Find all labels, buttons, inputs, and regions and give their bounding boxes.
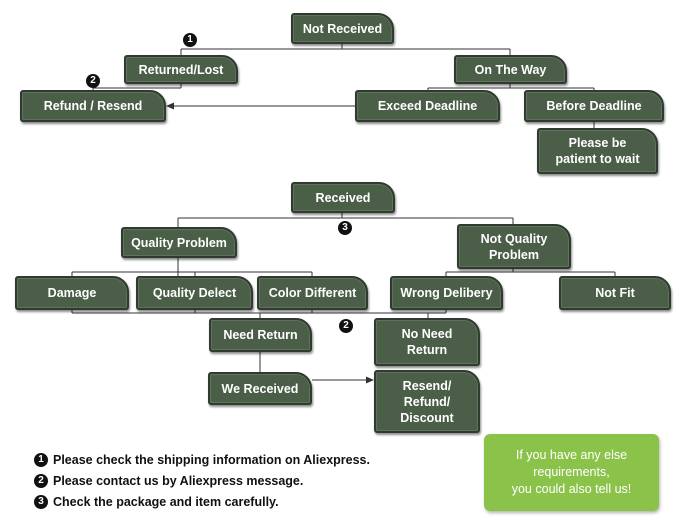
note-1-text: Please check the shipping information on…	[53, 453, 370, 467]
step-3-marker: 3	[338, 221, 352, 235]
note-3: 3 Check the package and item carefully.	[34, 493, 279, 511]
note-1: 1 Please check the shipping information …	[34, 451, 370, 469]
step-2-marker-bottom: 2	[339, 319, 353, 333]
step-2-marker: 2	[86, 74, 100, 88]
we-received-node: We Received	[208, 372, 312, 405]
note-3-marker: 3	[34, 495, 48, 509]
not-quality-problem-node: Not Quality Problem	[457, 224, 571, 269]
refund-resend-node: Refund / Resend	[20, 90, 166, 122]
note-3-text: Check the package and item carefully.	[53, 495, 279, 509]
step-1-marker: 1	[183, 33, 197, 47]
note-2-marker: 2	[34, 474, 48, 488]
not-received-node: Not Received	[291, 13, 394, 44]
quality-problem-node: Quality Problem	[121, 227, 237, 258]
not-fit-node: Not Fit	[559, 276, 671, 310]
note-2-text: Please contact us by Aliexpress message.	[53, 474, 304, 488]
please-be-patient-node: Please be patient to wait	[537, 128, 658, 174]
resend-refund-discount-node: Resend/ Refund/ Discount	[374, 370, 480, 433]
exceed-deadline-node: Exceed Deadline	[355, 90, 500, 122]
note-1-marker: 1	[34, 453, 48, 467]
need-return-node: Need Return	[209, 318, 312, 352]
damage-node: Damage	[15, 276, 129, 310]
received-node: Received	[291, 182, 395, 213]
no-need-return-node: No Need Return	[374, 318, 480, 366]
before-deadline-node: Before Deadline	[524, 90, 664, 122]
returned-lost-node: Returned/Lost	[124, 55, 238, 84]
quality-defect-node: Quality Delect	[136, 276, 253, 310]
on-the-way-node: On The Way	[454, 55, 567, 84]
color-different-node: Color Different	[257, 276, 368, 310]
wrong-delivery-node: Wrong Delibery	[390, 276, 503, 310]
contact-callout: If you have any else requirements, you c…	[484, 434, 659, 511]
note-2: 2 Please contact us by Aliexpress messag…	[34, 472, 303, 490]
